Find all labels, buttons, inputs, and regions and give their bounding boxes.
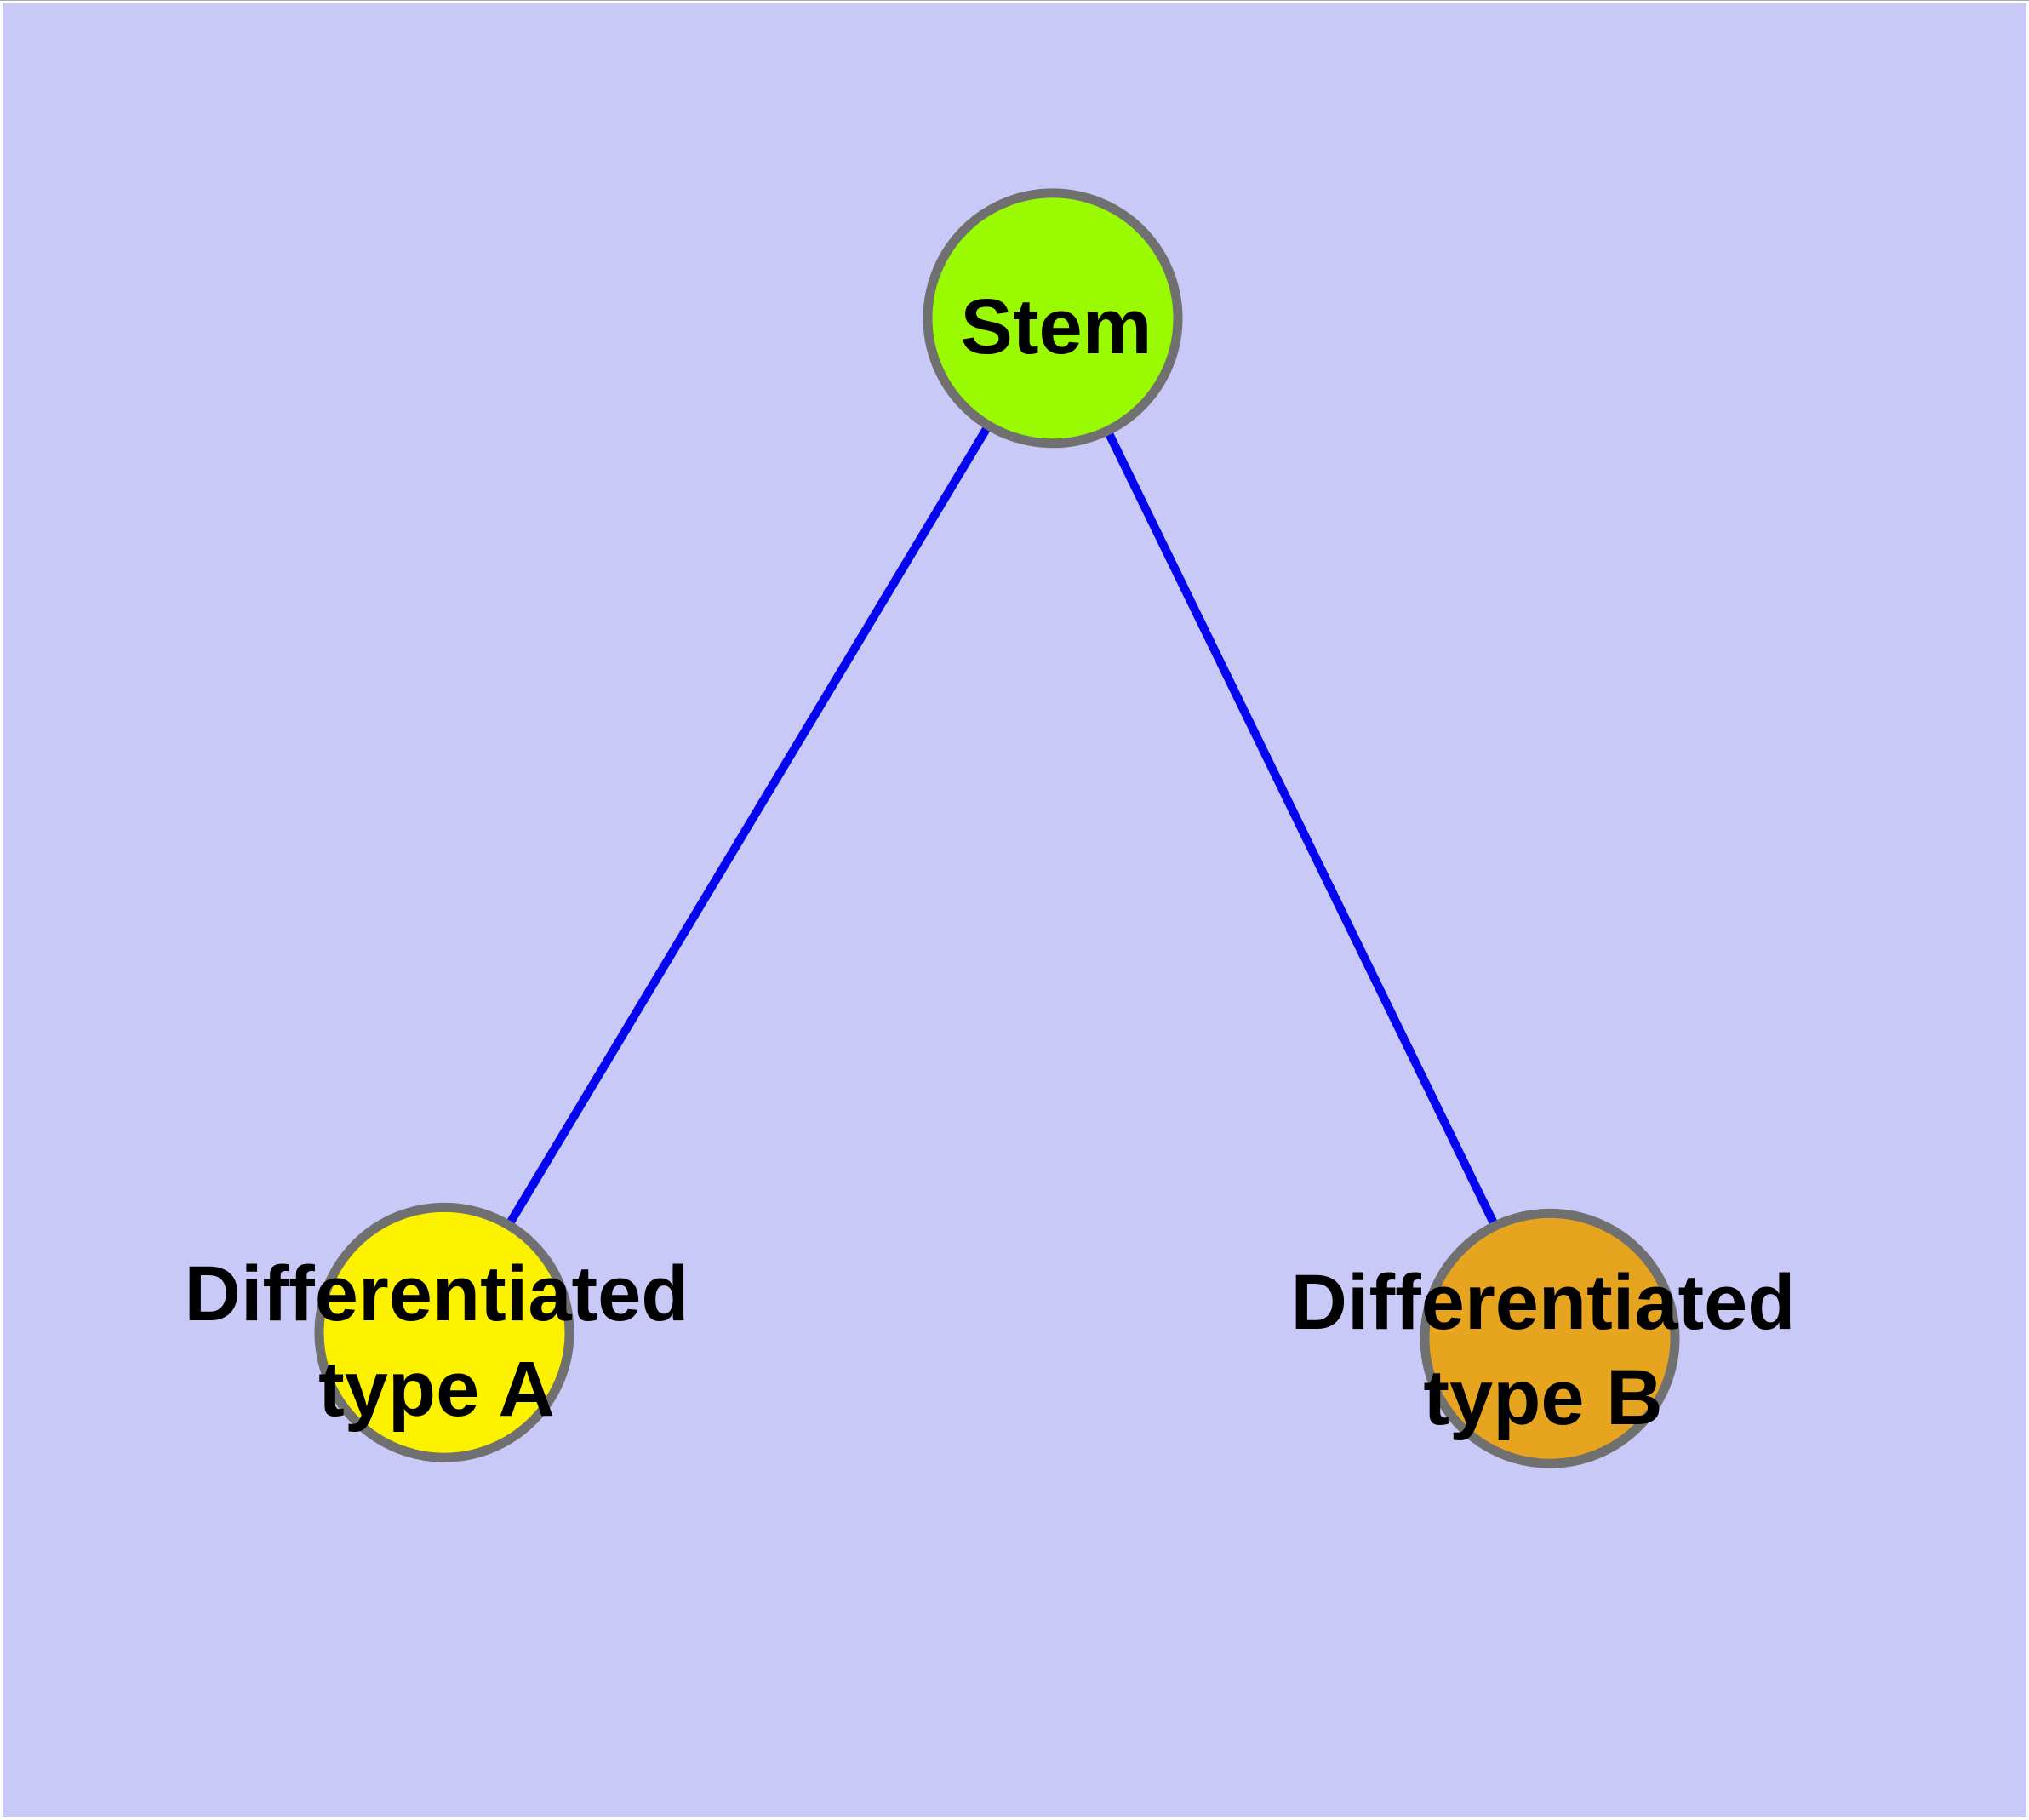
edge-stem-to-type-b — [1049, 316, 1554, 1341]
node-type-a-label-line2: type A — [318, 1346, 555, 1433]
node-type-b-label-line1: Differentiated — [1290, 1259, 1796, 1346]
node-type-b-label: Differentiated type B — [1291, 1255, 1796, 1445]
diagram-canvas: Stem Differentiated type A Differentiate… — [3, 3, 2026, 1817]
edge-stem-to-type-a — [440, 316, 1057, 1335]
node-type-b-label-line2: type B — [1423, 1354, 1663, 1441]
node-type-b-circle — [1420, 1208, 1680, 1468]
node-stem-label-line: Stem — [960, 283, 1152, 370]
node-type-a-label: Differentiated type A — [185, 1246, 689, 1437]
node-type-a-label-line1: Differentiated — [184, 1251, 689, 1337]
graph-svg — [314, 188, 1680, 1468]
node-type-a-circle — [314, 1202, 574, 1462]
node-stem-label: Stem — [961, 279, 1152, 375]
node-stem-circle — [923, 188, 1183, 449]
